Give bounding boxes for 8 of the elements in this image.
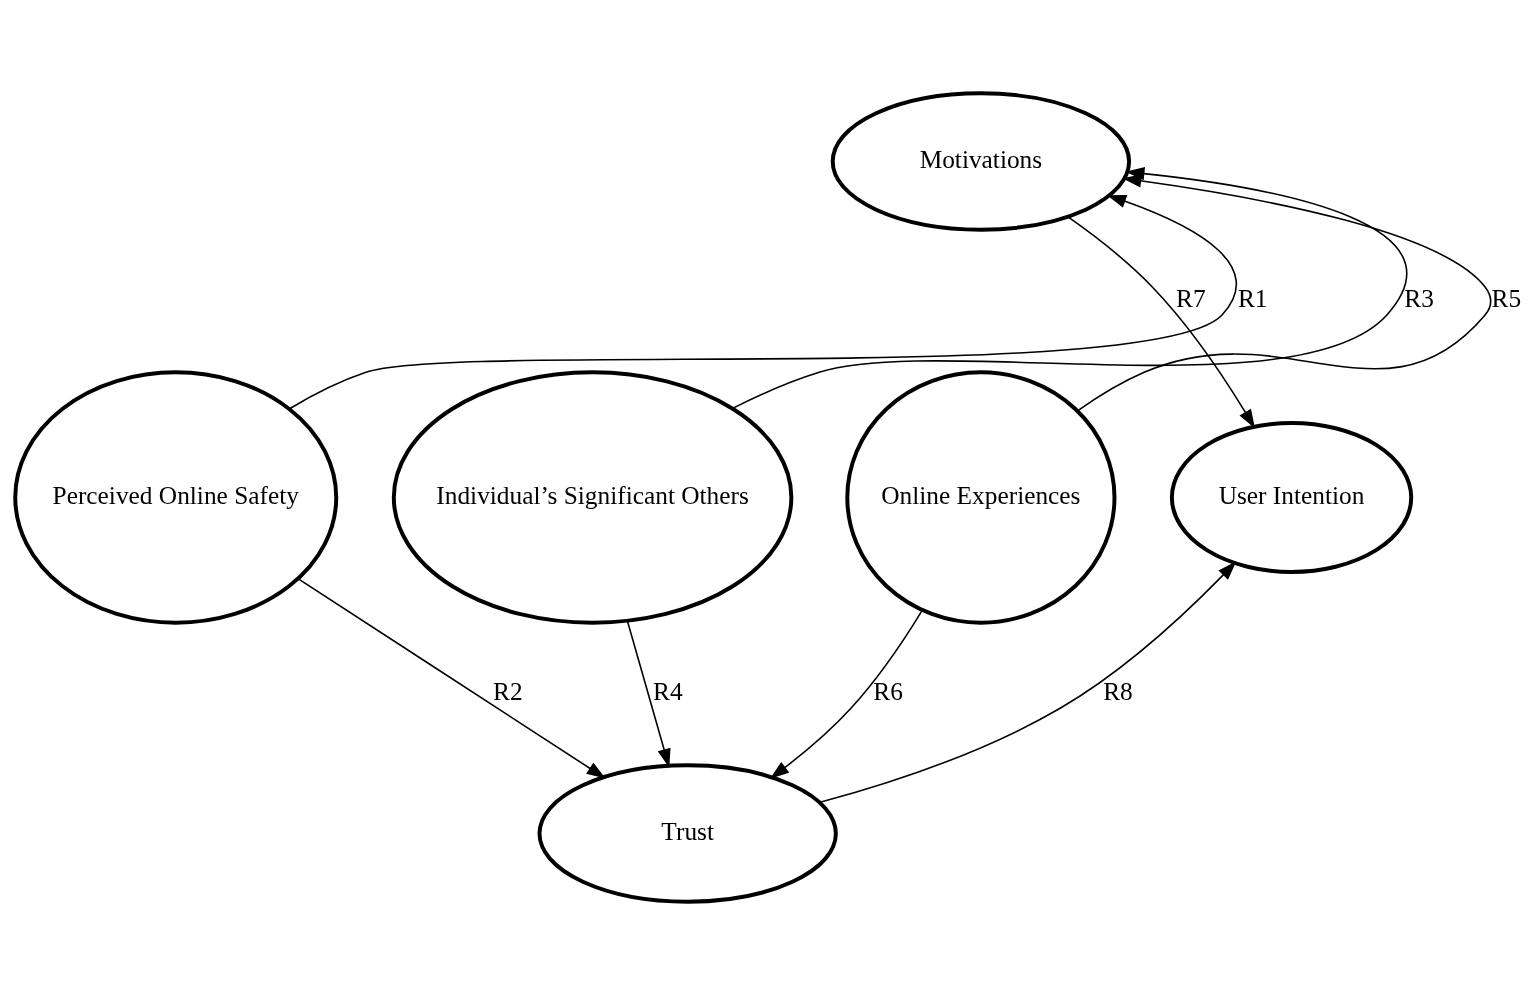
edge-label: R1 (1237, 283, 1268, 312)
edge-label: R8 (1103, 677, 1133, 706)
edge-label: R6 (873, 677, 903, 706)
edge-label: R2 (493, 677, 523, 706)
edge-label: R5 (1491, 283, 1522, 312)
edge-label: R3 (1404, 283, 1434, 312)
edge-label: R7 (1176, 283, 1206, 312)
edge-label: R4 (653, 677, 683, 706)
